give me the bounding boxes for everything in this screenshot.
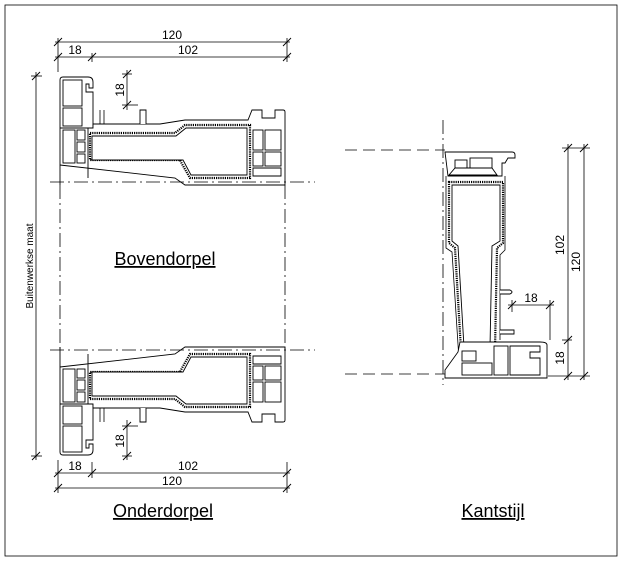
onderdorpel-profile: [58, 345, 287, 457]
label-bovendorpel: Bovendorpel: [114, 249, 215, 269]
dim-side-120: 120: [569, 252, 583, 272]
label-onderdorpel: Onderdorpel: [113, 501, 213, 521]
dim-bottom-right: 102: [178, 459, 198, 473]
drawing-border: [4, 4, 618, 557]
dim-top-right: 102: [178, 43, 198, 57]
label-kantstijl: Kantstijl: [461, 501, 524, 521]
overall-dimension: Buitenwerkse maat: [25, 71, 42, 461]
bottom-dimensions: 18 18 102 120: [53, 420, 292, 493]
dim-side-18-vertical: 18: [553, 351, 567, 365]
dim-top-vertical: 18: [113, 83, 127, 97]
dim-side-18-horizontal: 18: [524, 291, 538, 305]
top-dimensions: 120 18 102 18: [53, 28, 292, 110]
dim-top-total: 120: [162, 28, 182, 42]
dim-bottom-left: 18: [68, 459, 82, 473]
dim-bottom-vertical: 18: [113, 434, 127, 448]
dim-bottom-total: 120: [162, 474, 182, 488]
dim-top-left: 18: [68, 43, 82, 57]
overall-dimension-label: Buitenwerkse maat: [25, 223, 36, 308]
bovendorpel-profile: [58, 75, 287, 187]
kantstijl-profile: [345, 120, 548, 385]
dim-side-102: 102: [553, 235, 567, 255]
kantstijl-dimensions: 102 120 18 18: [507, 143, 590, 381]
